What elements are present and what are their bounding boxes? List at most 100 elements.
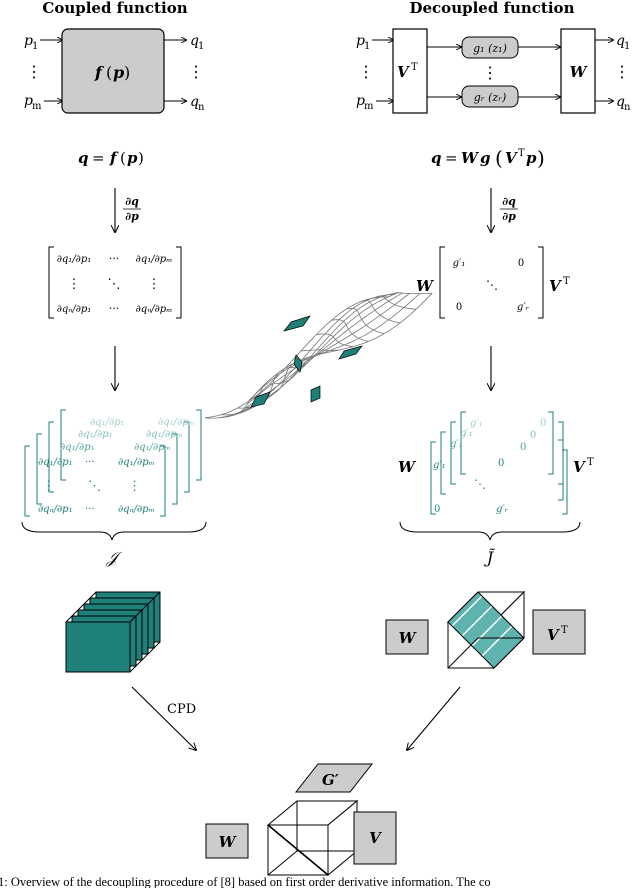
svg-text:W: W [461,149,480,167]
svg-text:m: m [364,101,374,112]
right-w-box [385,619,429,655]
diagonal-brace [399,521,581,541]
svg-text:g′ᵣ: g′ᵣ [496,504,509,515]
g-prime-label: G′ [322,771,339,789]
svg-text:⋱: ⋱ [108,277,121,292]
svg-text:m: m [32,101,42,112]
diagonal-tensor-cube [446,590,526,670]
svg-text:⋮: ⋮ [42,479,55,494]
svg-text:G′: G′ [322,771,339,789]
vt-label: V T [397,62,418,81]
svg-text:∂p: ∂p [502,210,516,223]
tensor-label-j: 𝒥 [105,548,123,567]
svg-text:0: 0 [434,504,440,515]
svg-text:∂q₁/∂pₘ: ∂q₁/∂pₘ [118,457,155,468]
jacobian-stack [24,409,202,517]
g1-label: g₁ (z₁) [473,42,507,55]
bottom-w-box [205,823,249,859]
svg-text:g: g [480,149,491,167]
svg-text:∂q₁/∂pₘ: ∂q₁/∂pₘ [136,254,173,265]
svg-text:∂q₁/∂p₁: ∂q₁/∂p₁ [90,417,125,428]
svg-text:···: ··· [85,457,95,468]
svg-text:q: q [431,149,442,167]
svg-text:p: p [24,33,33,49]
coupled-output-qn: q n [190,94,205,113]
svg-text:W: W [416,277,435,295]
svg-text:T: T [411,62,418,73]
jacobian-brace [21,521,207,541]
svg-text:q: q [616,94,625,110]
decoupled-derivative-label: ∂q ∂p [500,195,518,223]
svg-text:∂qₙ/∂pₘ: ∂qₙ/∂pₘ [136,304,173,315]
svg-text:q: q [190,33,199,49]
surface-gridline [346,307,385,334]
svg-text:g′₁: g′₁ [453,258,466,269]
svg-text:q: q [616,33,625,49]
svg-text:⋮: ⋮ [68,277,81,292]
coupled-output-vdots: ⋮ [188,62,204,81]
surface-gridline [204,296,390,419]
svg-text:1: 1 [198,41,204,52]
svg-text:): ) [138,149,144,167]
svg-text:···: ··· [109,252,120,265]
svg-text:∂q₁/∂pₘ: ∂q₁/∂pₘ [134,442,171,453]
jacobian-matrix: ∂q₁/∂p₁ ··· ∂q₁/∂pₘ ⋮ ⋱ ⋮ ∂qₙ/∂p₁ ··· ∂q… [48,246,182,319]
svg-text:q: q [190,94,199,110]
coupled-input-vdots: ⋮ [26,62,42,81]
decoupled-input-p1: p 1 [356,33,370,52]
svg-text:(: ( [495,146,503,170]
svg-text:∂qₙ/∂p₁: ∂qₙ/∂p₁ [38,504,73,515]
svg-text:p: p [127,149,138,167]
coupled-block-label: f ( p ) [94,63,130,82]
svg-text:n: n [198,102,205,113]
svg-text:∂q: ∂q [125,195,139,208]
svg-text:T: T [587,457,594,468]
bottom-w-label: W [219,833,238,851]
svg-text:⋱: ⋱ [486,278,498,292]
svg-text:···: ··· [85,504,95,515]
svg-text:g′₁: g′₁ [450,439,463,450]
core-tensor-cube [266,799,359,877]
g-vdots: ⋮ [482,63,498,82]
svg-text:0: 0 [456,302,462,313]
decoupled-output-qn: q n [616,94,631,113]
surface-gridline [243,292,403,410]
svg-text:p: p [24,93,33,109]
svg-text:V: V [549,277,562,295]
svg-text:g′ᵣ: g′ᵣ [517,302,530,313]
manifold-surface [204,292,433,419]
svg-text:0: 0 [498,458,504,469]
diagonal-stack-entries: g′₁ 0 g′₁ 0 g′₁ 0 g′₁ 0 ⋱ 0 g′ᵣ [433,418,546,515]
svg-text:g′₁: g′₁ [460,428,473,439]
svg-text:T: T [561,625,568,636]
surface-gridline [316,333,354,348]
surface-gridline [331,319,369,342]
gr-label: gᵣ (zᵣ) [474,91,507,104]
svg-text:∂qₙ/∂pₘ: ∂qₙ/∂pₘ [118,504,155,515]
svg-text:(: ( [106,63,112,82]
right-w-label: W [399,629,418,647]
surface-gridline [249,293,420,401]
svg-text:=: = [445,149,458,167]
svg-text:···: ··· [109,302,120,315]
decoupled-equation: q = W g ( V T p ) [431,146,545,170]
svg-text:g′₁: g′₁ [470,418,483,429]
tensor-label-j-tilde: J̃ [484,548,496,567]
svg-text:T: T [563,276,570,287]
cpd-label: CPD [167,702,196,717]
svg-text:V: V [505,149,518,167]
svg-text:0: 0 [540,418,546,429]
jacobian-tensor-cube [65,591,161,673]
bottom-v-box [353,811,397,865]
svg-text:f: f [109,149,119,167]
surface-gridline [218,293,394,419]
coupled-input-pm: p m [24,93,42,112]
svg-text:p: p [113,63,124,82]
decoupled-output-q1: q 1 [616,33,630,52]
decoupled-input-pm: p m [356,93,374,112]
decoupled-input-vdots: ⋮ [358,62,374,81]
coupled-function-block [61,28,165,114]
svg-text:f: f [94,63,105,82]
g-prime-factor [294,763,374,793]
svg-text:(: ( [120,149,126,167]
